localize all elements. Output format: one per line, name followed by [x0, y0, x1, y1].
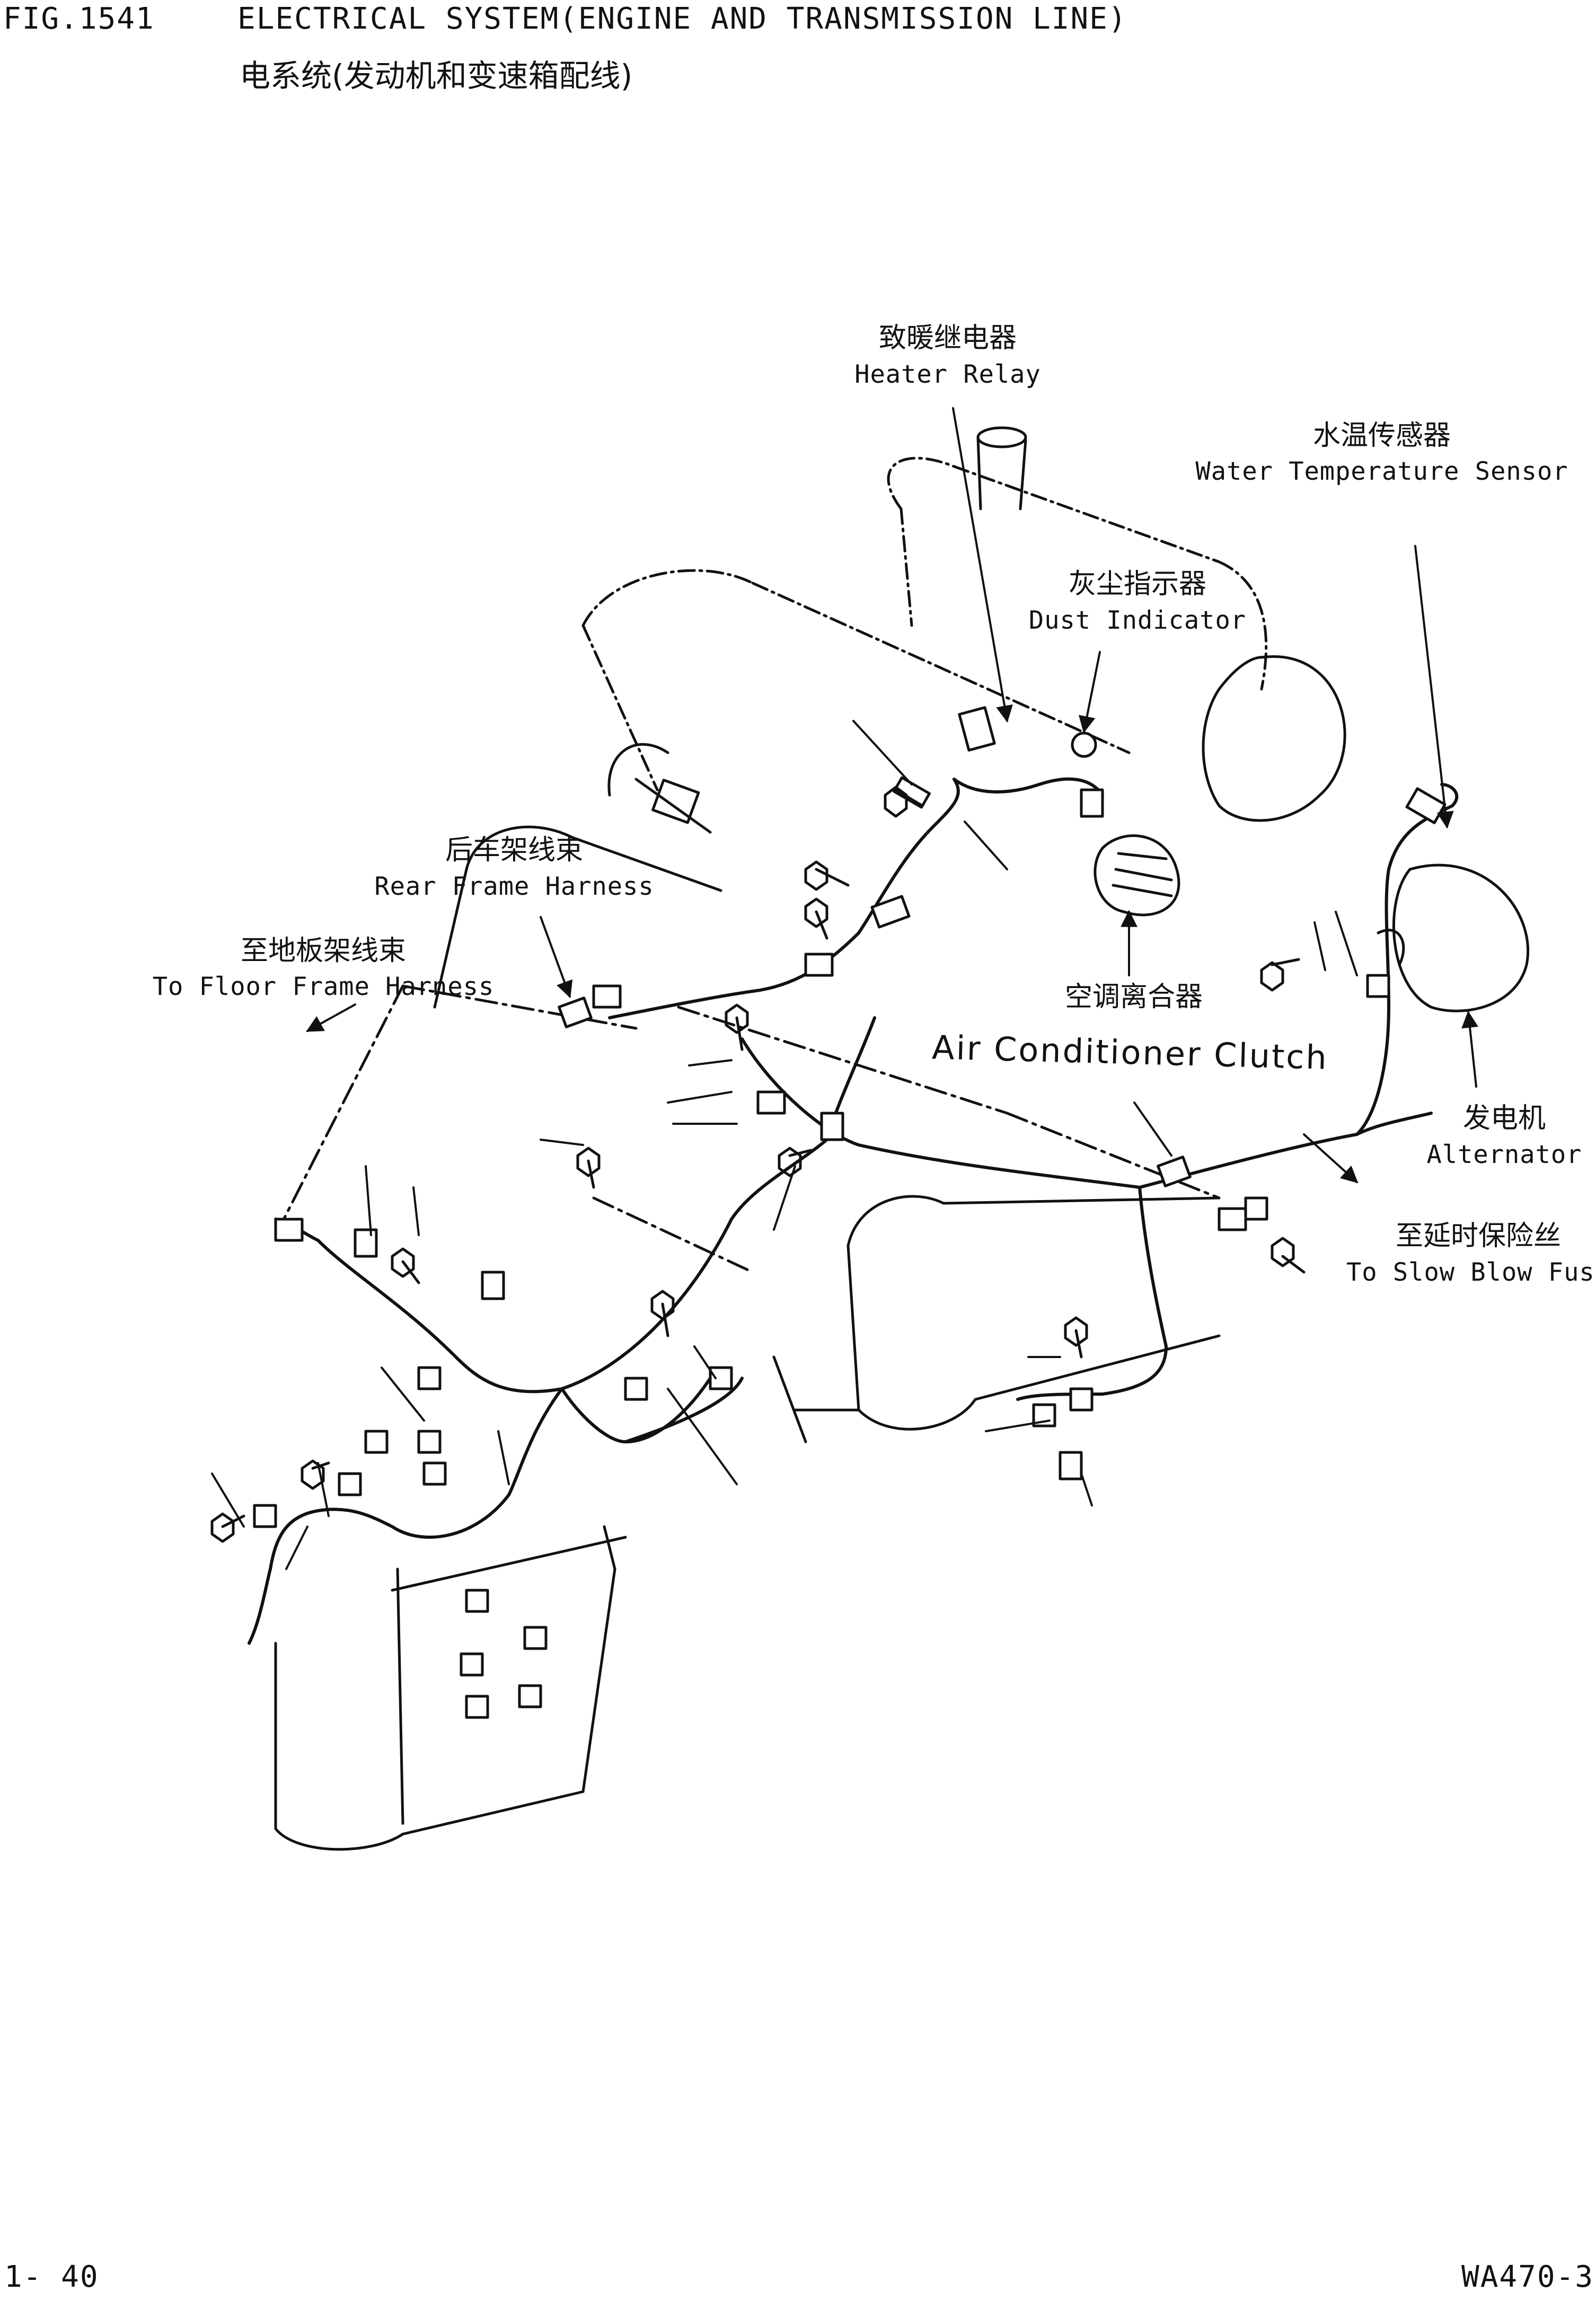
ac-clutch-label-en: Air Conditioner Clutch — [931, 1028, 1329, 1077]
dust-indicator-label-en: Dust Indicator — [1028, 606, 1247, 635]
heater-relay-label-cn: 致暖继电器 — [878, 322, 1017, 354]
water-temp-sensor-leader — [1414, 545, 1454, 829]
transmission-outline — [274, 1525, 627, 1851]
water-temp-sensor-label-en: Water Temperature Sensor — [1195, 457, 1568, 486]
heater-relay-leader — [952, 407, 1013, 723]
figure-number: FIG.1541 — [3, 2, 155, 36]
ac-clutch-label-cn: 空调离合器 — [1064, 981, 1203, 1013]
ac-clutch-body — [1094, 834, 1180, 917]
air-cleaner-outline — [581, 569, 1131, 791]
floor-frame-harness-arrow — [306, 1003, 356, 1032]
engine-body-outline — [274, 984, 1221, 1274]
muffler-cylinder — [1202, 655, 1346, 822]
torque-converter-outline — [772, 1195, 1221, 1443]
heater-relay-label-en: Heater Relay — [854, 360, 1041, 389]
floor-frame-harness-label-en: To Floor Frame Harness — [152, 972, 495, 1001]
alternator-label-cn: 发电机 — [1462, 1103, 1546, 1134]
air-cleaner-end — [607, 743, 712, 834]
water-temp-sensor-label-cn: 水温传感器 — [1312, 420, 1451, 452]
slow-blow-fuse-arrow — [1303, 1133, 1359, 1184]
rear-frame-harness-leader — [540, 916, 573, 999]
model-number: WA470-3 — [1461, 2260, 1594, 2294]
wiring-harness — [248, 777, 1459, 1645]
connector-symbols — [253, 706, 1447, 1719]
leader-lines — [211, 407, 1478, 1570]
cylinder-head-outline — [433, 825, 722, 1009]
muffler-outline — [887, 456, 1268, 691]
bolts — [210, 786, 1306, 1543]
dust-indicator-leader — [1078, 651, 1101, 734]
dust-indicator-label-cn: 灰尘指示器 — [1068, 568, 1207, 600]
slow-blow-fuse-label-en: To Slow Blow Fuse — [1346, 1258, 1596, 1287]
rear-frame-harness-label-en: Rear Frame Harness — [374, 872, 654, 901]
exhaust-pipe — [976, 426, 1027, 510]
alternator-label-en: Alternator — [1426, 1140, 1582, 1169]
page-number: 1- 40 — [4, 2260, 99, 2294]
alternator-leader — [1461, 1010, 1478, 1088]
slow-blow-fuse-label-cn: 至延时保险丝 — [1395, 1220, 1562, 1252]
floor-frame-harness-label-cn: 至地板架线束 — [240, 935, 407, 967]
figure-title-chinese: 电系统(发动机和变速箱配线) — [240, 58, 633, 94]
figure-title-english: ELECTRICAL SYSTEM(ENGINE AND TRANSMISSIO… — [237, 2, 1127, 36]
rear-frame-harness-label-cn: 后车架线束 — [445, 834, 584, 866]
alternator-body — [1377, 863, 1530, 1012]
